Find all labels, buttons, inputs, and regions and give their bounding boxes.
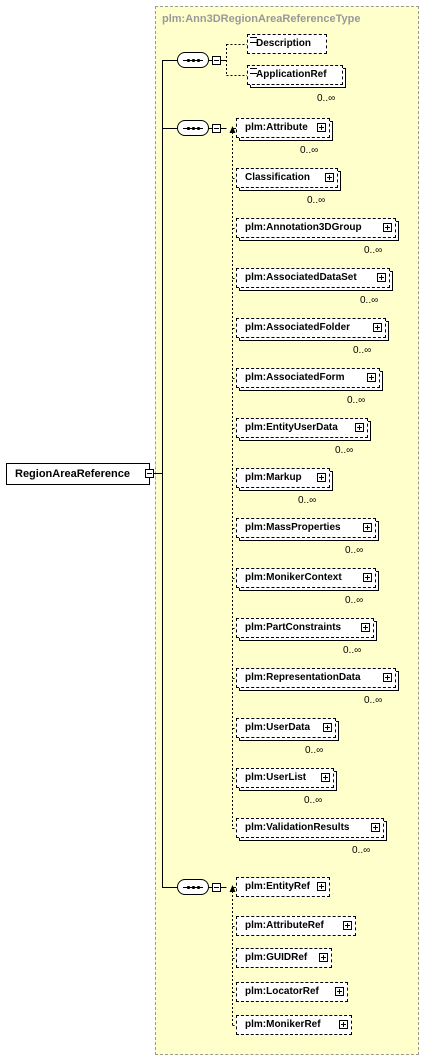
expand-icon[interactable] (355, 423, 364, 432)
collapse-icon[interactable] (212, 56, 221, 65)
element-plm-locatorref[interactable]: plm:LocatorRef (236, 982, 348, 1002)
element-plm-representationdata[interactable]: plm:RepresentationData (236, 668, 396, 688)
expand-icon[interactable] (363, 523, 372, 532)
expand-icon[interactable] (377, 273, 386, 282)
cardinality-label: 0..∞ (353, 345, 372, 356)
expand-icon[interactable] (343, 921, 352, 930)
element-plm-validationresults[interactable]: plm:ValidationResults (236, 818, 384, 838)
element-classification[interactable]: Classification (236, 168, 338, 188)
cardinality-label: 0..∞ (364, 695, 383, 706)
complex-type-title: plm:Ann3DRegionAreaReferenceType (162, 13, 361, 25)
element-plm-userlist[interactable]: plm:UserList (236, 768, 334, 788)
cardinality-label: 0..∞ (347, 395, 366, 406)
expand-icon[interactable] (317, 123, 326, 132)
expand-icon[interactable] (383, 223, 392, 232)
element-plm-userdata[interactable]: plm:UserData (236, 718, 336, 738)
element-plm-associateddataset[interactable]: plm:AssociatedDataSet (236, 268, 390, 288)
expand-icon[interactable] (335, 987, 344, 996)
cardinality-label: 0..∞ (300, 145, 319, 156)
cardinality-label: 0..∞ (307, 195, 326, 206)
expand-icon[interactable] (323, 723, 332, 732)
expand-icon[interactable] (363, 573, 372, 582)
cardinality-label: 0..∞ (317, 93, 336, 104)
element-plm-entityuserdata[interactable]: plm:EntityUserData (236, 418, 368, 438)
cardinality-label: 0..∞ (305, 745, 324, 756)
expand-icon[interactable] (361, 623, 370, 632)
element-plm-annotation3dgroup[interactable]: plm:Annotation3DGroup (236, 218, 396, 238)
collapse-icon[interactable] (212, 124, 221, 133)
cardinality-label: 0..∞ (345, 545, 364, 556)
sequence-compositor-2 (177, 120, 209, 136)
element-description[interactable]: Description (247, 34, 327, 54)
expand-icon[interactable] (325, 173, 334, 182)
expand-icon[interactable] (383, 673, 392, 682)
cardinality-label: 0..∞ (343, 645, 362, 656)
expand-icon[interactable] (367, 373, 376, 382)
element-plm-guidref[interactable]: plm:GUIDRef (236, 948, 332, 968)
expand-icon[interactable] (319, 953, 328, 962)
root-element-label: RegionAreaReference (15, 468, 130, 480)
expand-icon[interactable] (339, 1020, 348, 1029)
cardinality-label: 0..∞ (298, 495, 317, 506)
element-plm-monikerref[interactable]: plm:MonikerRef (236, 1015, 352, 1035)
element-plm-markup[interactable]: plm:Markup (236, 468, 330, 488)
cardinality-label: 0..∞ (352, 845, 371, 856)
cardinality-label: 0..∞ (360, 295, 379, 306)
expand-icon[interactable] (317, 882, 326, 891)
element-plm-associatedfolder[interactable]: plm:AssociatedFolder (236, 318, 386, 338)
element-applicationref[interactable]: ApplicationRef (247, 65, 343, 85)
annotation-marker (250, 37, 257, 43)
element-plm-associatedform[interactable]: plm:AssociatedForm (236, 368, 380, 388)
element-plm-attributeref[interactable]: plm:AttributeRef (236, 916, 356, 936)
element-plm-massproperties[interactable]: plm:MassProperties (236, 518, 376, 538)
cardinality-label: 0..∞ (364, 245, 383, 256)
element-plm-monikercontext[interactable]: plm:MonikerContext (236, 568, 376, 588)
expand-icon[interactable] (373, 323, 382, 332)
expand-icon[interactable] (321, 773, 330, 782)
element-plm-attribute[interactable]: plm:Attribute (236, 118, 330, 138)
annotation-marker (250, 68, 257, 74)
cardinality-label: 0..∞ (335, 445, 354, 456)
expand-icon[interactable] (317, 473, 326, 482)
root-element-box[interactable]: RegionAreaReference (6, 463, 154, 485)
expand-icon[interactable] (371, 823, 380, 832)
cardinality-label: 0..∞ (345, 595, 364, 606)
sequence-compositor-3 (177, 879, 209, 895)
element-plm-entityref[interactable]: plm:EntityRef (236, 877, 330, 897)
cardinality-label: 0..∞ (304, 795, 323, 806)
collapse-icon[interactable] (212, 883, 221, 892)
sequence-compositor-1 (177, 52, 209, 68)
collapse-icon[interactable] (145, 469, 154, 478)
element-plm-partconstraints[interactable]: plm:PartConstraints (236, 618, 374, 638)
